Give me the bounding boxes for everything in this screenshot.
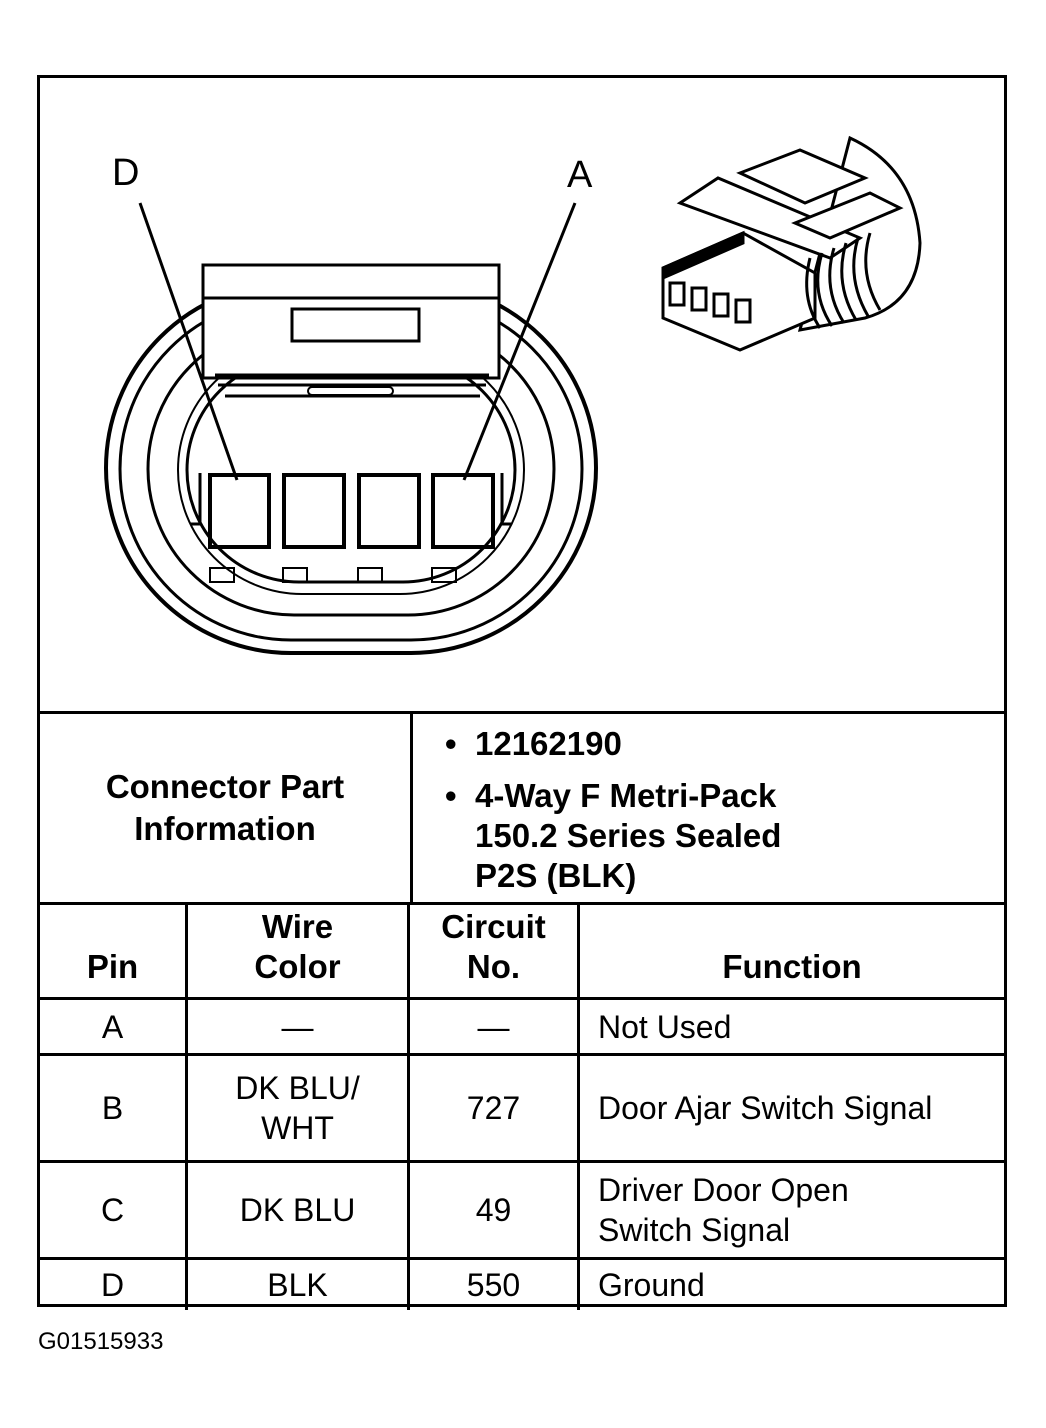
part-description-line-3: P2S (BLK) bbox=[475, 857, 637, 894]
connector-info-frame: D A bbox=[37, 75, 1007, 1310]
circuit-cell: — bbox=[410, 1000, 580, 1053]
circuit-cell: 550 bbox=[410, 1260, 580, 1310]
circuit-cell: 727 bbox=[410, 1056, 580, 1160]
function-cell: Not Used bbox=[598, 1008, 732, 1045]
wire-color-cell: — bbox=[188, 1000, 410, 1053]
circuit-cell: 49 bbox=[410, 1163, 580, 1257]
wire-color-cell: DK BLU/WHT bbox=[188, 1056, 410, 1160]
pin-cell: C bbox=[40, 1163, 188, 1257]
table-row: B DK BLU/WHT 727 Door Ajar Switch Signal bbox=[40, 1056, 1004, 1163]
part-description-bullet: • 4-Way F Metri-Pack 150.2 Series Sealed… bbox=[445, 776, 782, 896]
function-cell: Door Ajar Switch Signal bbox=[598, 1090, 933, 1126]
function-cell: Ground bbox=[598, 1267, 705, 1303]
part-number-bullet: • 12162190 bbox=[445, 724, 622, 764]
part-description-line-1: 4-Way F Metri-Pack bbox=[475, 777, 777, 814]
connector-isometric-drawing bbox=[661, 135, 922, 352]
bullet-icon: • bbox=[445, 725, 457, 762]
part-number: 12162190 bbox=[475, 725, 622, 762]
wire-color-cell: BLK bbox=[188, 1260, 410, 1310]
part-info-values: • 12162190 • 4-Way F Metri-Pack 150.2 Se… bbox=[413, 714, 1004, 902]
table-row: D BLK 550 Ground bbox=[40, 1260, 1004, 1310]
callout-d-label: D bbox=[112, 152, 139, 194]
pin-cell: D bbox=[40, 1260, 188, 1310]
part-info-label-text: Connector Part Information bbox=[105, 768, 345, 847]
callout-a-label: A bbox=[567, 154, 593, 196]
connector-part-info-section: Connector Part Information • 12162190 • … bbox=[40, 714, 1004, 905]
header-function: Function bbox=[722, 948, 862, 985]
pin-cell: A bbox=[40, 1000, 188, 1053]
part-description-line-2: 150.2 Series Sealed bbox=[475, 817, 782, 854]
connector-face-view-drawing: D A bbox=[104, 135, 922, 655]
connector-diagram-area: D A bbox=[40, 78, 1004, 714]
bullet-icon: • bbox=[445, 777, 457, 814]
table-row: A — — Not Used bbox=[40, 1000, 1004, 1056]
pin-cell: B bbox=[40, 1056, 188, 1160]
header-pin: Pin bbox=[40, 905, 188, 997]
wire-color-cell: DK BLU bbox=[188, 1163, 410, 1257]
figure-code: G01515933 bbox=[38, 1328, 164, 1355]
part-info-label: Connector Part Information bbox=[40, 714, 413, 902]
